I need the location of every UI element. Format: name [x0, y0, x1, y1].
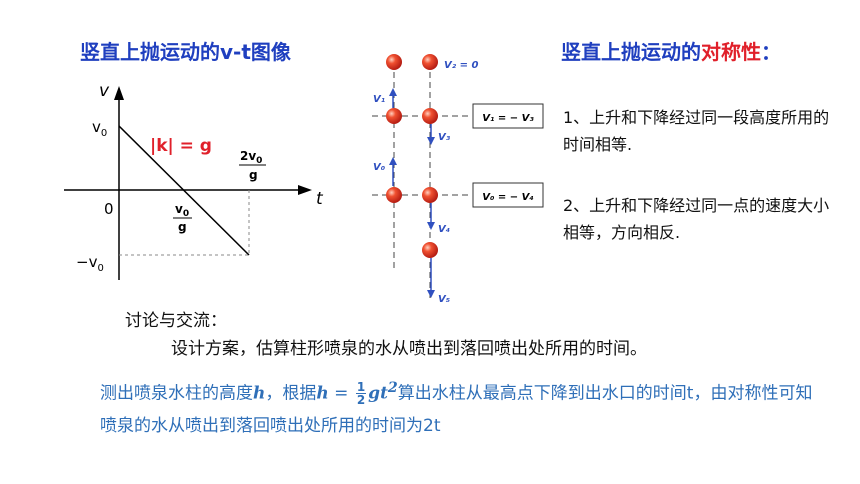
svg-text:2v0: 2v0 — [240, 149, 262, 166]
formula-g: g — [368, 383, 381, 404]
svg-text:g: g — [178, 220, 187, 234]
answer-var-h: h — [253, 383, 266, 404]
label-v4: V₄ — [438, 224, 450, 235]
t-axis-arrowhead — [298, 185, 312, 195]
answer-part-2: ，根据 — [265, 383, 317, 404]
discussion-task: 设计方案，估算柱形喷泉的水从喷出到落回喷出处所用的时间。 — [171, 339, 647, 359]
ball-fall-upper — [422, 108, 438, 124]
neg-v0-label: −v0 — [76, 253, 104, 274]
svg-text:v0: v0 — [175, 202, 189, 219]
ball-rise-lower — [386, 187, 402, 203]
fraction-denominator: 2 — [356, 393, 366, 408]
symmetry-title-prefix: 竖直上抛运动的 — [561, 40, 701, 64]
t-axis-label: t — [316, 189, 324, 209]
formula-lhs: h — [316, 383, 329, 404]
answer-part-1: 测出喷泉水柱的高度 — [100, 383, 253, 404]
label-v0: V₀ — [373, 162, 386, 173]
relation-box-2-text: V₀ = − V₄ — [482, 192, 533, 203]
label-v5: V₅ — [438, 294, 450, 305]
symmetry-point-2: 2、上升和下降经过同一点的速度大小相等，方向相反. — [563, 196, 830, 242]
symmetry-title-highlight: 对称性 — [701, 40, 761, 64]
vt-graph: v t 0 v0 −v0 |k| = g v0 g 2v0 g — [64, 81, 324, 280]
formula-exponent: 2 — [387, 380, 398, 396]
ball-fall-bottom — [422, 242, 438, 258]
ball-fall-top — [422, 54, 438, 70]
origin-label: 0 — [104, 200, 114, 218]
v-axis-label: v — [99, 81, 110, 101]
label-v1: V₁ — [373, 94, 385, 105]
tick-2v0-over-g: 2v0 g — [239, 149, 266, 182]
vt-graph-title: 竖直上抛运动的v-t图像 — [80, 40, 291, 64]
label-v2: V₂ = 0 — [444, 60, 478, 71]
discussion-label: 讨论与交流： — [125, 311, 227, 331]
relation-box-2 — [472, 182, 544, 208]
symmetry-diagram: V₂ = 0 V₁ V₃ V₀ V₄ V₅ V₁ = − V₃ V₀ = − V… — [372, 54, 544, 305]
relation-box-1 — [472, 103, 544, 129]
tick-v0-over-g: v0 g — [173, 202, 192, 234]
symmetry-title: 竖直上抛运动的对称性： — [561, 36, 781, 65]
velocity-line — [118, 125, 250, 256]
slope-label: |k| = g — [150, 136, 212, 156]
v0-label: v0 — [92, 118, 107, 139]
symmetry-title-suffix: ： — [761, 40, 781, 64]
formula-equals: = — [328, 383, 354, 404]
formula-t: t — [380, 383, 388, 404]
v-axis-arrowhead — [114, 86, 124, 100]
svg-text:g: g — [249, 168, 258, 182]
ball-rise-top — [386, 54, 402, 70]
ball-rise-upper — [386, 108, 402, 124]
fraction-numerator: 1 — [355, 380, 367, 395]
answer-part-3: 算出水柱从最高点下降到出水口的时间t，由对称性可知喷泉的水从喷出到落回喷出处所用… — [100, 383, 813, 436]
symmetry-point-1: 1、上升和下降经过同一段高度所用的时间相等. — [563, 108, 830, 154]
label-v3: V₃ — [438, 132, 451, 143]
ball-fall-lower — [422, 187, 438, 203]
relation-box-1-text: V₁ = − V₃ — [482, 113, 534, 124]
